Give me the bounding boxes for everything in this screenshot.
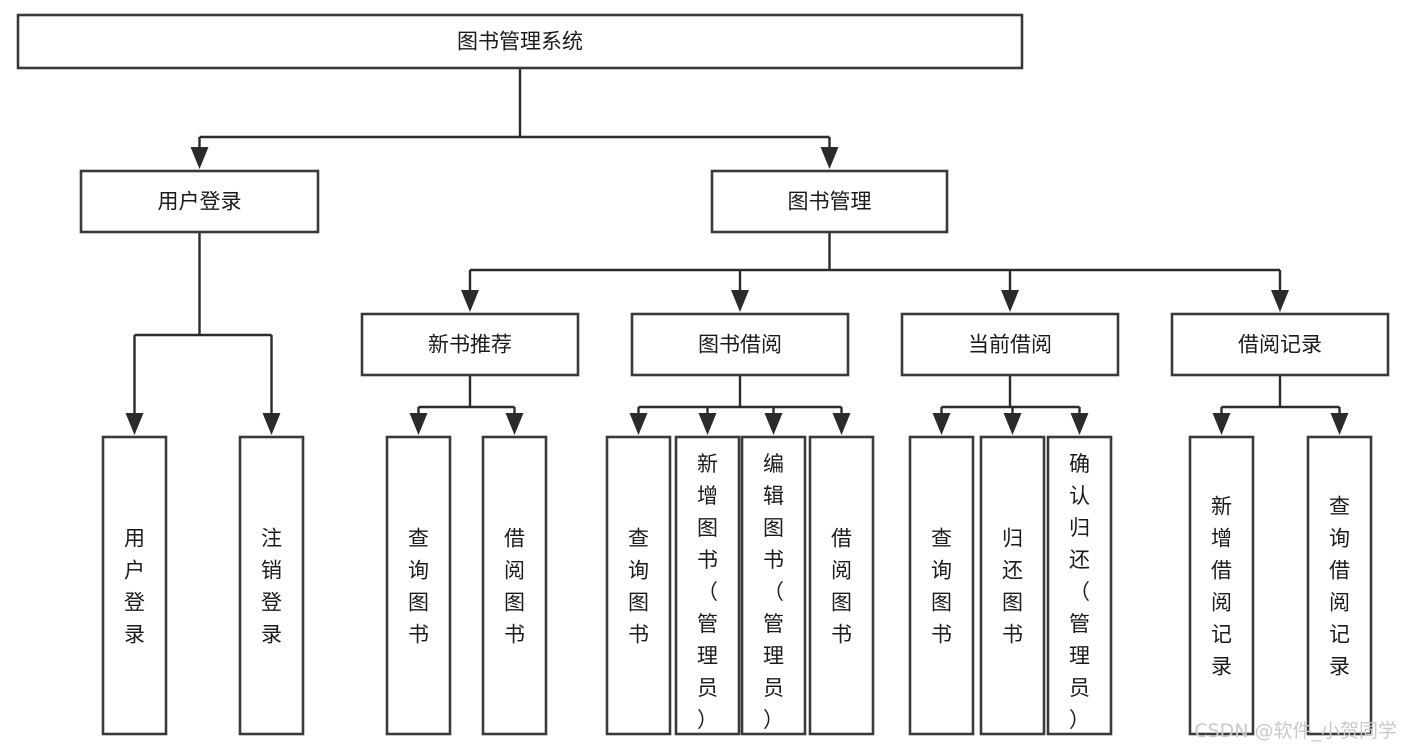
node-current-borrow[interactable]: 当前借阅: [900, 312, 1120, 377]
node-box-leaf-query-borrow-record[interactable]: [1306, 435, 1373, 736]
node-box-leaf-return-book[interactable]: [979, 435, 1046, 736]
node-label-leaf-query-book-1: 查询图书: [408, 527, 429, 647]
node-box-user-login[interactable]: [79, 169, 320, 234]
node-label-leaf-borrow-book-1: 借阅图书: [504, 527, 525, 647]
arrow-head-icon: [1212, 413, 1231, 435]
node-label-leaf-query-borrow-record: 查询借阅记录: [1329, 495, 1350, 679]
node-user-login[interactable]: 用户登录: [79, 169, 320, 234]
arrow-head-icon: [629, 413, 648, 435]
node-label-root: 图书管理系统: [457, 30, 583, 54]
node-leaf-add-book[interactable]: 新增图书（管理员）: [674, 435, 741, 736]
node-box-leaf-query-book-3[interactable]: [908, 435, 975, 736]
arrow-head-icon: [820, 147, 839, 169]
node-box-leaf-confirm-return[interactable]: [1046, 435, 1113, 736]
node-box-leaf-borrow-book-2[interactable]: [808, 435, 875, 736]
node-label-new-book-rec: 新书推荐: [428, 333, 512, 357]
node-label-leaf-add-book: 新增图书（管理员）: [697, 452, 718, 732]
node-label-book-manage: 图书管理: [788, 190, 872, 214]
node-box-leaf-query-book-1[interactable]: [385, 435, 452, 736]
node-label-user-login: 用户登录: [158, 190, 242, 214]
node-leaf-edit-book[interactable]: 编辑图书（管理员）: [740, 435, 807, 736]
node-borrow-record[interactable]: 借阅记录: [1170, 312, 1390, 377]
node-label-current-borrow: 当前借阅: [968, 333, 1052, 357]
arrow-head-icon: [125, 413, 144, 435]
node-label-leaf-user-login: 用户登录: [124, 527, 145, 647]
node-box-root[interactable]: [16, 13, 1024, 70]
node-leaf-logout-login[interactable]: 注销登录: [238, 435, 305, 736]
node-label-leaf-logout-login: 注销登录: [261, 527, 282, 647]
node-leaf-confirm-return[interactable]: 确认归还（管理员）: [1046, 435, 1113, 736]
connector-layer: [125, 68, 1349, 435]
arrow-head-icon: [764, 413, 783, 435]
arrow-head-icon: [1001, 290, 1019, 312]
node-leaf-query-borrow-record[interactable]: 查询借阅记录: [1306, 435, 1373, 736]
arrow-head-icon: [1330, 413, 1349, 435]
node-box-leaf-add-book[interactable]: [674, 435, 741, 736]
node-box-leaf-edit-book[interactable]: [740, 435, 807, 736]
node-label-leaf-confirm-return: 确认归还（管理员）: [1069, 452, 1090, 732]
node-label-borrow-record: 借阅记录: [1238, 333, 1322, 357]
arrow-head-icon: [1070, 413, 1089, 435]
node-box-leaf-logout-login[interactable]: [238, 435, 305, 736]
node-label-book-borrow: 图书借阅: [698, 333, 782, 357]
node-box-book-manage[interactable]: [710, 169, 949, 234]
node-leaf-query-book-1[interactable]: 查询图书: [385, 435, 452, 736]
arrow-head-icon: [698, 413, 717, 435]
node-leaf-add-borrow-record[interactable]: 新增借阅记录: [1188, 435, 1255, 736]
arrow-head-icon: [832, 413, 851, 435]
node-box-leaf-user-login[interactable]: [101, 435, 168, 736]
node-book-manage[interactable]: 图书管理: [710, 169, 949, 234]
node-leaf-borrow-book-2[interactable]: 借阅图书: [808, 435, 875, 736]
csdn-watermark: CSDN @软件_小贺同学: [1194, 720, 1397, 742]
arrow-head-icon: [505, 413, 524, 435]
arrow-head-icon: [262, 413, 281, 435]
node-label-leaf-borrow-book-2: 借阅图书: [831, 527, 852, 647]
node-box-leaf-query-book-2[interactable]: [605, 435, 672, 736]
arrow-head-icon: [1271, 290, 1289, 312]
arrow-head-icon: [409, 413, 428, 435]
node-box-borrow-record[interactable]: [1170, 312, 1390, 377]
arrow-head-icon: [731, 290, 749, 312]
arrow-head-icon: [932, 413, 951, 435]
node-label-leaf-edit-book: 编辑图书（管理员）: [763, 452, 784, 732]
node-layer: 图书管理系统用户登录图书管理新书推荐图书借阅当前借阅借阅记录用户登录注销登录查询…: [16, 13, 1390, 736]
node-book-borrow[interactable]: 图书借阅: [630, 312, 850, 377]
node-box-current-borrow[interactable]: [900, 312, 1120, 377]
node-leaf-user-login[interactable]: 用户登录: [101, 435, 168, 736]
node-box-leaf-add-borrow-record[interactable]: [1188, 435, 1255, 736]
node-leaf-return-book[interactable]: 归还图书: [979, 435, 1046, 736]
node-box-new-book-rec[interactable]: [360, 312, 580, 377]
node-label-leaf-add-borrow-record: 新增借阅记录: [1211, 495, 1232, 679]
arrow-head-icon: [190, 147, 209, 169]
node-root[interactable]: 图书管理系统: [16, 13, 1024, 70]
node-label-leaf-query-book-2: 查询图书: [628, 527, 649, 647]
node-leaf-borrow-book-1[interactable]: 借阅图书: [481, 435, 548, 736]
arrow-head-icon: [461, 290, 479, 312]
node-label-leaf-return-book: 归还图书: [1002, 527, 1023, 647]
arrow-head-icon: [1003, 413, 1022, 435]
node-new-book-rec[interactable]: 新书推荐: [360, 312, 580, 377]
node-box-book-borrow[interactable]: [630, 312, 850, 377]
node-leaf-query-book-2[interactable]: 查询图书: [605, 435, 672, 736]
node-leaf-query-book-3[interactable]: 查询图书: [908, 435, 975, 736]
node-box-leaf-borrow-book-1[interactable]: [481, 435, 548, 736]
node-label-leaf-query-book-3: 查询图书: [931, 527, 952, 647]
